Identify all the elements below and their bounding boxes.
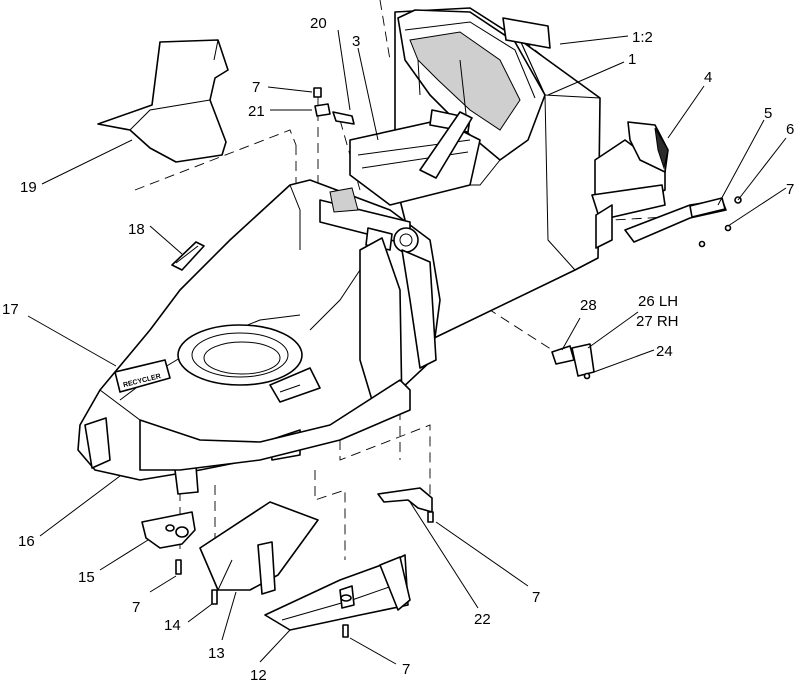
callout-7-bottom: 7 — [402, 661, 410, 678]
chute-deflector — [97, 39, 229, 163]
baffle-plate — [199, 501, 319, 595]
callout-20: 20 — [310, 15, 327, 32]
mower-deck-housing — [77, 179, 441, 495]
deck-bracket — [377, 487, 433, 513]
callout-26-lh: 26 LH — [638, 293, 678, 310]
callout-4: 4 — [704, 69, 712, 86]
callout-3: 3 — [352, 33, 360, 50]
callout-16: 16 — [18, 533, 35, 550]
callout-19: 19 — [20, 179, 37, 196]
callout-15: 15 — [78, 569, 95, 586]
callout-18: 18 — [128, 221, 145, 238]
rear-discharge-door — [591, 121, 669, 249]
callout-17: 17 — [2, 301, 19, 318]
callout-21: 21 — [248, 103, 265, 120]
callout-27-rh: 27 RH — [636, 313, 679, 330]
rear-baffle — [264, 554, 411, 631]
callout-labels: 1:2 20 3 1 7 21 4 5 6 7 19 18 17 28 26 L… — [2, 15, 794, 684]
linkage-pivots — [551, 343, 595, 380]
front-bracket — [141, 511, 196, 549]
filter-seal — [171, 241, 205, 271]
callout-14: 14 — [164, 617, 181, 634]
leader-lines — [27, 29, 787, 665]
callout-24: 24 — [656, 343, 673, 360]
callout-22: 22 — [474, 611, 491, 628]
callout-28: 28 — [580, 297, 597, 314]
callout-5: 5 — [764, 105, 772, 122]
callout-1: 1 — [628, 51, 636, 68]
callout-12: 12 — [250, 667, 267, 684]
callout-7-lower-right: 7 — [532, 589, 540, 606]
fasteners — [175, 87, 434, 638]
callout-13: 13 — [208, 645, 225, 662]
grass-bag — [394, 7, 601, 341]
callout-1-2: 1:2 — [632, 29, 653, 46]
callout-7-left: 7 — [132, 599, 140, 616]
callout-7-top: 7 — [252, 79, 260, 96]
bag-label-decal — [502, 17, 551, 49]
handle-tube — [419, 111, 473, 179]
callout-6: 6 — [786, 121, 794, 138]
callout-7-right: 7 — [786, 181, 794, 198]
